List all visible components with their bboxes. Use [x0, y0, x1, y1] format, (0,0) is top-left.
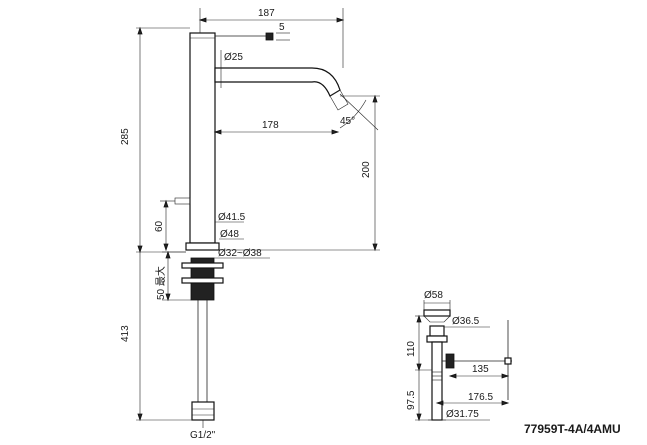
dim-height-total: 285 [120, 128, 131, 145]
dim-spout-height: 200 [361, 161, 372, 178]
dim-spout-reach: 178 [262, 120, 279, 131]
drain-height-upper: 110 [406, 341, 417, 357]
dim-hole-range: Ø32~Ø38 [218, 248, 262, 259]
dim-lever: 5 [279, 22, 285, 33]
faucet-body [174, 32, 349, 421]
dim-base-dia: Ø48 [220, 229, 239, 240]
drain-assembly [423, 309, 512, 421]
dim-handle-height: 60 [154, 220, 165, 232]
drain-rod-length: 135 [472, 364, 489, 375]
dim-spout-dia: Ø25 [224, 52, 243, 63]
drain-tail-dia: Ø31.75 [446, 409, 479, 420]
dim-width-total: 187 [258, 8, 275, 19]
dim-hose-length: 413 [120, 325, 131, 342]
drain-cap-dia: Ø58 [424, 290, 443, 301]
faucet-dimensions: 187 5 Ø25 45° 178 285 200 60 [120, 8, 380, 441]
dim-max-thickness: 50 最大 [154, 266, 167, 300]
dim-body-dia: Ø41.5 [218, 212, 246, 223]
drain-dimensions: Ø58 Ø36.5 110 135 97.5 176.5 Ø31.75 [406, 290, 510, 422]
drain-rod-reach: 176.5 [468, 392, 493, 403]
dim-thread: G1/2" [190, 430, 216, 441]
dim-angle: 45° [340, 116, 355, 127]
model-code: 77959T-4A/4AMU [524, 422, 621, 436]
drain-height-lower: 97.5 [406, 390, 417, 410]
drain-flange-dia: Ø36.5 [452, 316, 480, 327]
